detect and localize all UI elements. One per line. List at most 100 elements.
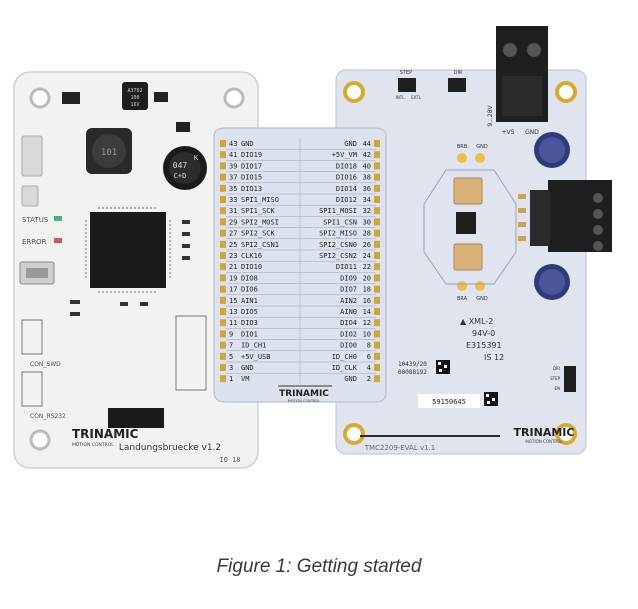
pin-name-right: DIO7 xyxy=(340,286,357,294)
jumper-label-intl: INTL xyxy=(396,95,406,100)
pin-number-right: 22 xyxy=(363,263,371,271)
right-pad xyxy=(374,375,380,383)
right-pad xyxy=(374,151,380,159)
gnd-label: GND xyxy=(525,129,539,136)
pin-name-right: DIO18 xyxy=(336,162,357,170)
right-brand: TRINAMIC xyxy=(514,426,575,439)
pin-name-left: SPI2_CSN1 xyxy=(241,241,279,249)
cap-marking-5: C+D xyxy=(174,172,187,180)
voltage-label: 9...28V xyxy=(487,104,494,126)
right-pad xyxy=(374,140,380,147)
pin-name-left: AIN1 xyxy=(241,297,258,305)
pin-number-right: 32 xyxy=(363,207,371,215)
pin-number-left: 3 xyxy=(229,364,233,372)
pin-number-left: 33 xyxy=(229,196,237,204)
left-pad xyxy=(220,196,226,203)
pin-number-left: 11 xyxy=(229,319,237,327)
left-pad xyxy=(220,308,226,315)
pin-name-left: DIO13 xyxy=(241,185,262,193)
pin-name-right: AIN2 xyxy=(340,297,357,305)
left-pad xyxy=(220,330,226,338)
pin-number-left: 21 xyxy=(229,263,237,271)
pin-number-right: 6 xyxy=(367,353,371,361)
right-pad xyxy=(374,229,380,237)
pin-number-left: 7 xyxy=(229,342,233,350)
pin-name-left: VM xyxy=(241,375,249,383)
left-pad xyxy=(220,229,226,237)
right-pad xyxy=(374,207,380,215)
right-pad xyxy=(374,252,380,259)
right-pad xyxy=(374,330,380,338)
left-pad xyxy=(220,341,226,349)
pin-number-left: 35 xyxy=(229,185,237,193)
left-pad xyxy=(220,207,226,215)
right-pad xyxy=(374,196,380,203)
pin-number-right: 14 xyxy=(363,308,371,316)
pin-name-left: CLK16 xyxy=(241,252,262,260)
pin-number-left: 17 xyxy=(229,286,237,294)
pin-number-left: 39 xyxy=(229,162,237,170)
pin-number-right: 2 xyxy=(367,375,371,383)
pin-name-left: DIO3 xyxy=(241,319,258,327)
pin-number-right: 42 xyxy=(363,151,371,159)
right-pad xyxy=(374,184,380,192)
con-rs232-label: CON_RS232 xyxy=(30,413,66,420)
pin-number-right: 34 xyxy=(363,196,371,204)
pin-number-left: 27 xyxy=(229,230,237,238)
left-pad xyxy=(220,375,226,383)
pin-number-right: 28 xyxy=(363,230,371,238)
pin-name-left: DIO8 xyxy=(241,274,258,282)
jumper-label-step: STEP xyxy=(400,70,412,76)
pin-en-label: EN xyxy=(554,386,560,391)
pin-name-right: DIO0 xyxy=(340,342,357,350)
pin-name-right: SPI2_MISO xyxy=(319,230,357,238)
pin-name-left: DIO15 xyxy=(241,174,262,182)
left-pad xyxy=(220,252,226,259)
pin-name-right: DIO12 xyxy=(336,196,357,204)
pin-number-right: 30 xyxy=(363,218,371,226)
figure-caption: Figure 1: Getting started xyxy=(216,556,422,577)
con-swd-label: CON_SWD xyxy=(30,361,61,368)
right-pad xyxy=(374,263,380,271)
left-pad xyxy=(220,285,226,293)
pin-name-left: +5V_USB xyxy=(241,353,271,361)
pin-number-left: 15 xyxy=(229,297,237,305)
marking-line-1: ▲ XML-2 xyxy=(460,317,493,326)
pin-name-right: DIO14 xyxy=(336,185,357,193)
boards-photo: 101 A3762 100 16V 047 C+D K STATUS ERROR xyxy=(13,26,612,469)
pin-number-right: 44 xyxy=(363,140,371,148)
svg-text:101: 101 xyxy=(101,148,117,158)
right-pad xyxy=(374,218,380,226)
right-pad xyxy=(374,308,380,315)
pin-name-right: DIO11 xyxy=(336,263,357,271)
status-label: STATUS xyxy=(22,216,49,224)
pin-number-left: 31 xyxy=(229,207,237,215)
pin-number-right: 36 xyxy=(363,185,371,193)
pin-number-right: 24 xyxy=(363,252,371,260)
pin-number-left: 5 xyxy=(229,353,233,361)
left-pad xyxy=(220,173,226,181)
pin-name-left: DIO6 xyxy=(241,286,258,294)
pin-number-left: 29 xyxy=(229,218,237,226)
cap-marking-4: 047 xyxy=(173,161,188,170)
pin-number-right: 12 xyxy=(363,319,371,327)
pin-number-left: 37 xyxy=(229,174,237,182)
pin-name-left: SPI1_MISO xyxy=(241,196,279,204)
pin-name-right: SPI2_CSN0 xyxy=(319,241,357,249)
right-pad xyxy=(374,240,380,248)
bottom-ic-text: IO 18 xyxy=(219,456,240,464)
right-pad xyxy=(374,319,380,327)
pin-name-right: GND xyxy=(344,375,357,383)
pin-dir-label: DIR xyxy=(553,366,560,371)
pin-name-left: DIO17 xyxy=(241,162,262,170)
pin-number-right: 16 xyxy=(363,297,371,305)
bridge-brand: TRINAMIC xyxy=(279,389,329,399)
pin-name-left: DIO5 xyxy=(241,308,258,316)
pin-name-right: SPI1_MOSI xyxy=(319,207,357,215)
pin-name-right: ID_CLK xyxy=(332,364,358,372)
right-pad xyxy=(374,162,380,170)
code-line-2: 00088192 xyxy=(398,369,427,376)
pin-number-right: 18 xyxy=(363,286,371,294)
